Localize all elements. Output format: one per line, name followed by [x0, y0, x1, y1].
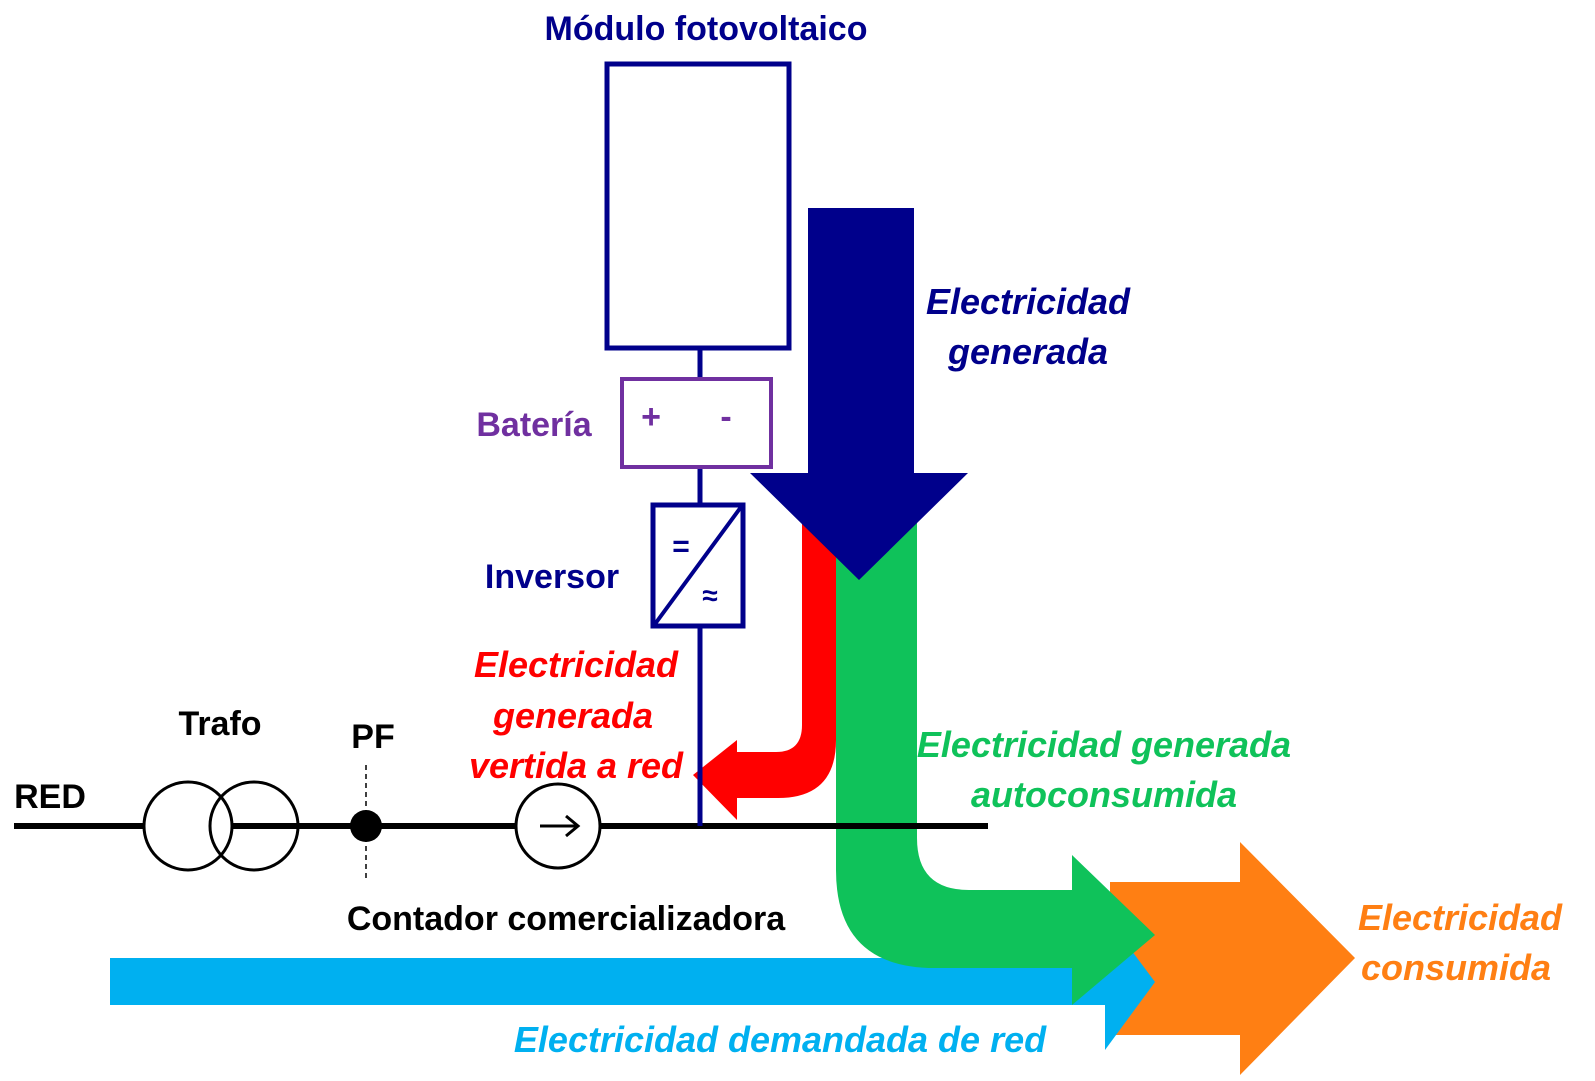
demanded-arrow — [110, 915, 1155, 1050]
consumed-arrow — [1110, 842, 1355, 1075]
generated-label-line2: generada — [947, 331, 1108, 372]
inverter-diagonal — [653, 505, 743, 626]
battery-plus: + — [641, 398, 661, 436]
battery-box — [620, 377, 773, 469]
generated-arrow — [750, 208, 968, 580]
inverter-dc-symbol: = — [672, 530, 690, 563]
module-label: Módulo fotovoltaico — [545, 10, 868, 48]
selfconsumed-arrow — [836, 520, 1155, 1005]
pv-module-box — [604, 61, 792, 351]
selfconsumed-label-line2: autoconsumida — [971, 774, 1237, 815]
trafo-coil-left — [142, 780, 234, 872]
meter-label: Contador comercializadora — [347, 900, 786, 938]
consumed-label-line2: consumida — [1361, 947, 1551, 988]
trafo-label: Trafo — [178, 705, 261, 743]
inverter-label: Inversor — [485, 558, 619, 596]
pf-dot — [350, 810, 382, 842]
exported-label-line1: Electricidad — [474, 644, 679, 685]
exported-label-line2: generada — [492, 695, 653, 736]
battery-label: Batería — [476, 406, 592, 444]
meter-arrow-head — [565, 814, 581, 838]
selfconsumed-label-line1: Electricidad generada — [917, 724, 1291, 765]
generated-label-line1: Electricidad — [926, 281, 1131, 322]
battery-minus: - — [720, 398, 731, 436]
exported-arrow — [693, 520, 836, 820]
pf-label: PF — [351, 718, 394, 756]
demanded-label: Electricidad demandada de red — [514, 1019, 1047, 1060]
red-label: RED — [14, 778, 86, 816]
trafo-coil-right — [208, 780, 300, 872]
exported-label-line3: vertida a red — [469, 745, 684, 786]
consumed-label-line1: Electricidad — [1358, 897, 1563, 938]
inverter-ac-symbol: ≈ — [702, 580, 717, 611]
